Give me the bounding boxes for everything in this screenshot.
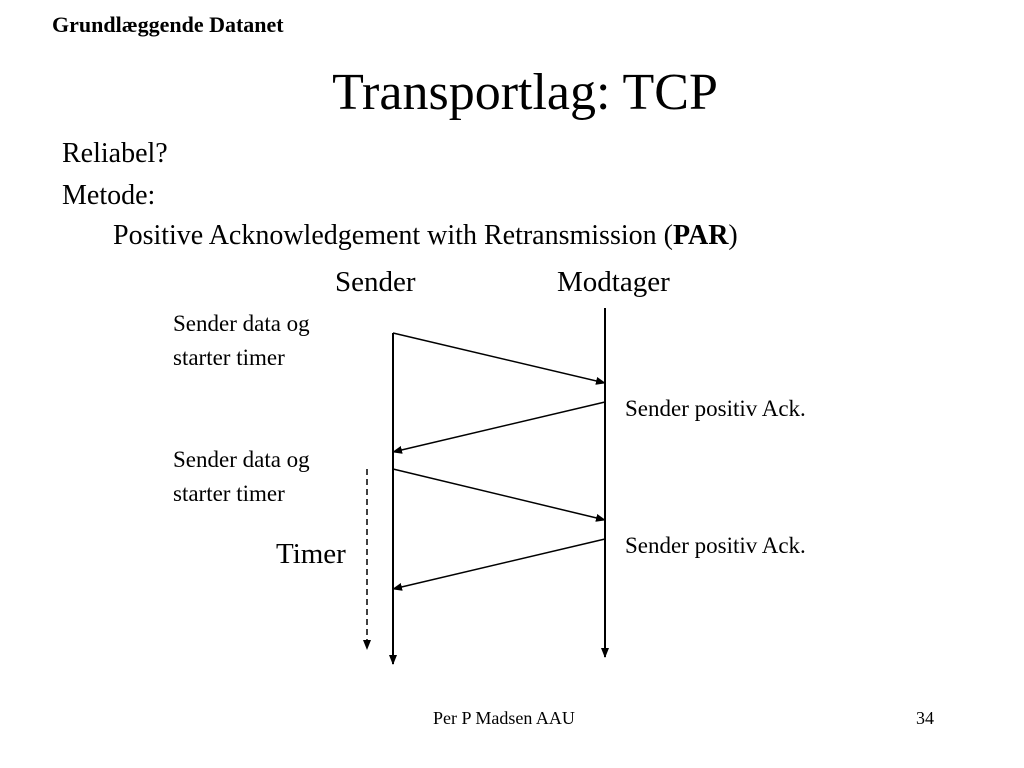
footer-author: Per P Madsen AAU [433, 708, 575, 728]
par-suffix: ) [728, 220, 738, 251]
ack-arrow-1 [392, 401, 606, 454]
send-note-1-line1: Sender data og [173, 311, 310, 336]
send-note-2-line2: starter timer [173, 481, 285, 506]
ack-note-1: Sender positiv Ack. [625, 396, 806, 421]
slide-title: Transportlag: TCP [332, 64, 718, 121]
par-prefix: Positive Acknowledgement with Retransmis… [113, 220, 673, 251]
page-number: 34 [916, 708, 934, 728]
data-arrow-2 [392, 468, 606, 522]
ack-arrow-2 [392, 538, 606, 591]
bullet-par-method: Positive Acknowledgement with Retransmis… [113, 220, 738, 252]
send-note-2-line1: Sender data og [173, 447, 310, 472]
data-arrow-1 [392, 332, 606, 385]
send-note-1: Sender data og starter timer [173, 307, 310, 375]
send-note-1-line2: starter timer [173, 345, 285, 370]
par-acronym: PAR [672, 220, 729, 251]
bullet-reliabel: Reliabel? [62, 138, 168, 169]
sender-label: Sender [335, 266, 416, 298]
receiver-label: Modtager [557, 266, 670, 298]
timer-label: Timer [276, 538, 346, 570]
course-header: Grundlæggende Datanet [52, 12, 284, 37]
bullet-metode: Metode: [62, 180, 156, 211]
send-note-2: Sender data og starter timer [173, 443, 310, 511]
ack-note-2: Sender positiv Ack. [625, 533, 806, 558]
